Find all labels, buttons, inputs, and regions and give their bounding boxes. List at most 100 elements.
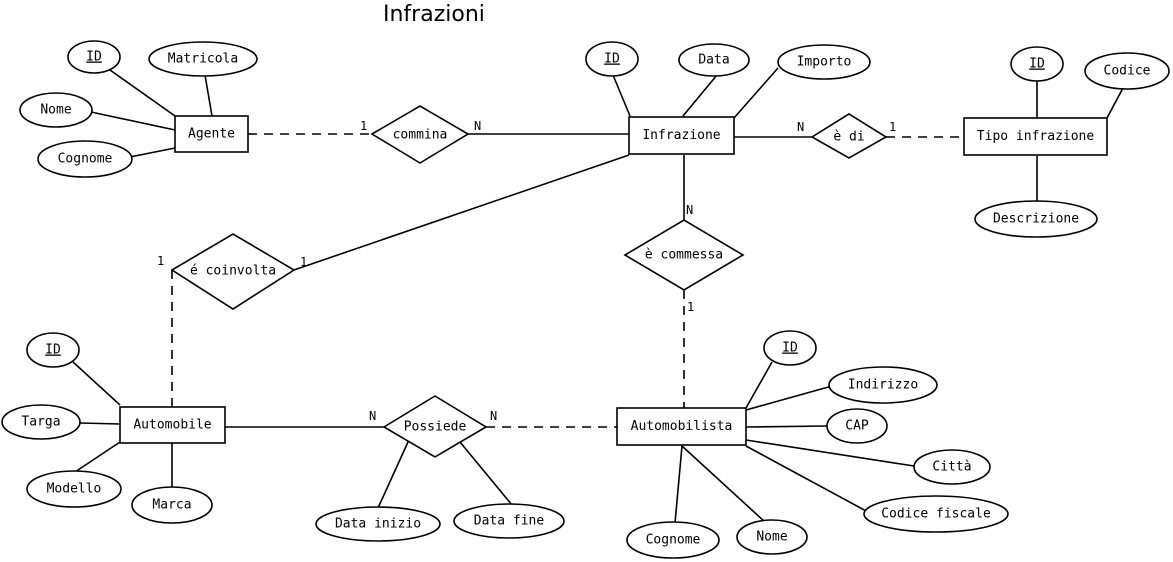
entity-automobilista-label: Automobilista: [631, 419, 733, 434]
relationship-e-coinvolta: é coinvolta: [170, 233, 296, 310]
entity-tipo-infrazione: Tipo infrazione: [963, 117, 1108, 156]
attribute-possiede-data-inizio: Data inizio: [315, 506, 441, 542]
entity-infrazione-label: Infrazione: [642, 128, 720, 143]
attribute-infrazione-id-label: ID: [604, 52, 620, 67]
attribute-agente-nome: Nome: [19, 92, 93, 128]
relationship-e-commessa-label: è commessa: [645, 248, 723, 263]
edge-automobile-id: [72, 361, 121, 406]
attribute-automobilista-indirizzo-label: Indirizzo: [848, 378, 918, 393]
attribute-tipo-codice: Codice: [1084, 52, 1170, 90]
attribute-tipo-descrizione-label: Descrizione: [993, 212, 1079, 227]
cardinality-e-di-tipo: 1: [889, 120, 896, 134]
attribute-automobilista-citta: Città: [913, 449, 991, 485]
relationship-possiede-label: Possiede: [404, 420, 467, 435]
attribute-automobilista-indirizzo: Indirizzo: [828, 366, 938, 404]
connections: [72, 67, 1124, 524]
attribute-tipo-id-label: ID: [1029, 57, 1045, 72]
edge-infrazione-data: [682, 74, 718, 117]
attribute-automobilista-cognome: Cognome: [626, 521, 720, 559]
entity-tipo-infrazione-label: Tipo infrazione: [977, 129, 1095, 144]
attribute-automobilista-cap-label: CAP: [845, 419, 869, 434]
cardinality-e-commessa-automobilista: 1: [687, 300, 694, 314]
attribute-possiede-data-fine: Data fine: [453, 503, 565, 539]
attribute-infrazione-importo: Importo: [777, 44, 871, 80]
edge-infrazione-ecoinvolta: [293, 154, 630, 271]
cardinality-possiede-automobile: N: [369, 409, 376, 423]
attribute-possiede-data-inizio-label: Data inizio: [335, 517, 421, 532]
entity-agente-label: Agente: [188, 127, 235, 142]
edge-agente-cognome: [124, 147, 176, 159]
edge-automobilista-cap: [745, 425, 828, 428]
attribute-agente-nome-label: Nome: [40, 103, 71, 118]
attribute-agente-id-label: ID: [86, 50, 102, 65]
attribute-agente-matricola-label: Matricola: [168, 52, 238, 67]
edge-possiede-datainizio: [377, 441, 409, 509]
relationship-e-di: è di: [810, 113, 888, 159]
entity-automobile: Automobile: [119, 406, 226, 444]
attribute-automobilista-nome: Nome: [736, 519, 808, 555]
attribute-infrazione-importo-label: Importo: [797, 55, 852, 70]
edge-infrazione-importo: [733, 67, 779, 119]
entity-agente: Agente: [174, 115, 249, 153]
attribute-automobilista-cognome-label: Cognome: [646, 533, 701, 548]
cardinality-commina-infrazione: N: [474, 119, 481, 133]
entity-automobilista: Automobilista: [616, 407, 747, 446]
attribute-agente-matricola: Matricola: [148, 41, 258, 77]
edge-infrazione-id: [612, 74, 631, 117]
edge-automobilista-codicefiscale: [745, 445, 869, 513]
edge-tipo-codice: [1106, 87, 1124, 119]
attribute-automobilista-cap: CAP: [826, 408, 888, 444]
cardinality-e-coinvolta-automobile: 1: [157, 254, 164, 268]
attribute-agente-id: ID: [67, 40, 121, 74]
attribute-automobile-modello-label: Modello: [47, 482, 102, 497]
relationship-commina: commina: [370, 105, 470, 164]
attribute-automobile-modello: Modello: [26, 470, 122, 508]
attribute-automobilista-id: ID: [763, 330, 817, 366]
edge-automobile-targa: [79, 422, 121, 425]
relationship-e-di-label: è di: [833, 130, 864, 145]
cardinality-commina-agente: 1: [360, 119, 367, 133]
attribute-automobile-marca: Marca: [131, 486, 213, 524]
attribute-automobilista-citta-label: Città: [932, 460, 971, 475]
edge-automobilista-citta: [745, 439, 915, 467]
attribute-tipo-codice-label: Codice: [1104, 64, 1151, 79]
attribute-automobile-id-label: ID: [45, 343, 61, 358]
edge-automobilista-id: [745, 361, 773, 409]
attribute-automobilista-codice-fiscale: Codice fiscale: [863, 495, 1009, 533]
cardinality-possiede-automobilista: N: [490, 409, 497, 423]
relationship-e-coinvolta-label: é coinvolta: [190, 264, 276, 279]
entity-infrazione: Infrazione: [628, 116, 735, 155]
edge-automobilista-cognome: [674, 445, 683, 524]
attribute-automobile-id: ID: [26, 332, 80, 368]
relationship-commina-label: commina: [393, 128, 448, 143]
attribute-agente-cognome-label: Cognome: [58, 152, 113, 167]
relationship-possiede: Possiede: [382, 395, 488, 458]
attribute-automobilista-codice-fiscale-label: Codice fiscale: [881, 507, 991, 522]
edge-agente-matricola: [204, 74, 213, 117]
edge-automobilista-nome: [681, 445, 766, 523]
attribute-automobile-targa: Targa: [1, 404, 81, 440]
attribute-agente-cognome: Cognome: [37, 140, 133, 178]
attribute-infrazione-id: ID: [585, 41, 639, 77]
cardinalities: 1 N N 1 1 1 N 1 N N: [157, 119, 896, 423]
attribute-infrazione-data-label: Data: [698, 53, 729, 68]
cardinality-e-coinvolta-infrazione: 1: [300, 255, 307, 269]
edge-automobile-modello: [74, 441, 121, 473]
attribute-possiede-data-fine-label: Data fine: [474, 514, 545, 529]
edge-possiede-datafine: [459, 441, 513, 506]
attribute-tipo-descrizione: Descrizione: [974, 200, 1098, 238]
attribute-automobilista-nome-label: Nome: [756, 530, 787, 545]
entity-automobile-label: Automobile: [133, 418, 211, 433]
attribute-automobile-marca-label: Marca: [152, 498, 191, 513]
attribute-automobile-targa-label: Targa: [21, 415, 60, 430]
relationship-e-commessa: è commessa: [623, 219, 745, 291]
attribute-tipo-id: ID: [1010, 46, 1064, 82]
edge-automobilista-indirizzo: [745, 385, 833, 411]
edge-agente-nome: [90, 111, 176, 131]
edge-agente-id: [109, 69, 176, 117]
cardinality-e-commessa-infrazione: N: [686, 203, 693, 217]
attribute-infrazione-data: Data: [678, 43, 750, 77]
cardinality-e-di-infrazione: N: [797, 120, 804, 134]
diagram-title: Infrazioni: [383, 2, 485, 27]
